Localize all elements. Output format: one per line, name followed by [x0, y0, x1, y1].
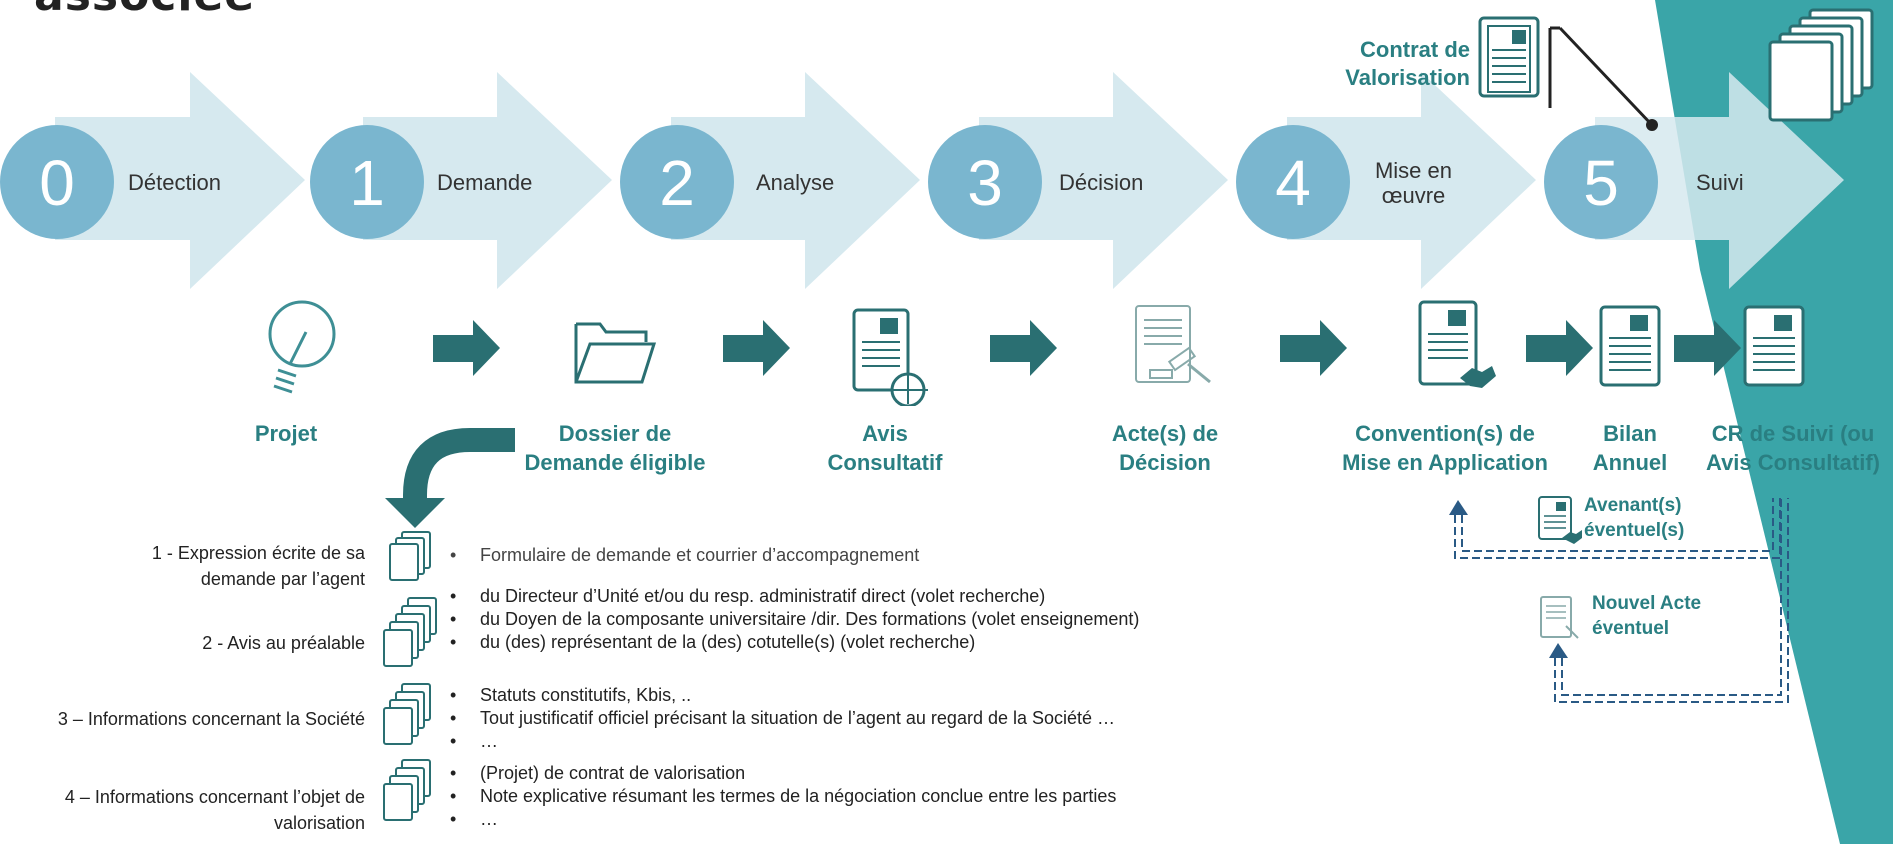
requirement-2-item: du Doyen de la composante universitaire … — [446, 608, 1139, 631]
doc-label-convention: Convention(s) de Mise en Application — [1342, 421, 1548, 475]
follow-up-document-icon — [1743, 305, 1805, 387]
requirement-3-list: Statuts constitutifs, Kbis, .. Tout just… — [446, 684, 1115, 753]
step-4-number: 4 — [1275, 147, 1311, 219]
requirement-2-item: du Directeur d’Unité et/ou du resp. admi… — [446, 585, 1139, 608]
step-0-chevron — [55, 72, 305, 289]
new-act-loop-arrowhead — [1549, 643, 1568, 658]
contract-document-icon — [1478, 16, 1540, 98]
step-5-circle — [1544, 125, 1658, 239]
doc-label-bilan: Bilan Annuel — [1592, 421, 1668, 475]
requirement-4-label: 4 – Informations concernant l’objet de v… — [64, 787, 365, 833]
step-2-label: Analyse — [756, 170, 835, 195]
flow-arrow-2 — [723, 320, 790, 376]
stacked-document-icon — [383, 597, 437, 667]
new-act-loop-outer — [1554, 498, 1789, 703]
step-0-number: 0 — [39, 147, 75, 219]
new-act-document-icon — [1540, 596, 1579, 639]
step-2-number: 2 — [659, 147, 695, 219]
contract-connector-diagonal — [1558, 26, 1654, 127]
step-1-number: 1 — [349, 147, 385, 219]
step-3-number: 3 — [967, 147, 1003, 219]
doc-label-cr-suivi: CR de Suivi (ou Avis Consultatif) — [1706, 421, 1880, 475]
step-3-chevron — [979, 72, 1228, 289]
step-4-circle — [1236, 125, 1350, 239]
requirement-2-label: 2 - Avis au préalable — [202, 633, 365, 653]
contract-label: Contrat de Valorisation — [1345, 37, 1470, 90]
requirement-3-item: Statuts constitutifs, Kbis, .. — [446, 684, 1115, 707]
contract-connector-dot — [1646, 119, 1658, 131]
requirements-curved-arrow — [403, 428, 515, 505]
doc-label-dossier: Dossier de Demande éligible — [524, 421, 706, 475]
step-2-circle — [620, 125, 734, 239]
step-5-label: Suivi — [1696, 170, 1744, 195]
stacked-documents-icon-large — [1768, 8, 1874, 122]
lightbulb-icon — [268, 300, 336, 394]
requirements-curved-arrow-head — [385, 498, 445, 528]
doc-label-project: Projet — [254, 421, 318, 446]
annual-report-document-icon — [1599, 305, 1661, 387]
step-3-label: Décision — [1059, 170, 1144, 195]
step-0-circle — [0, 125, 114, 239]
requirement-1-item: Formulaire de demande et courrier d’acco… — [446, 544, 919, 567]
step-3-circle — [928, 125, 1042, 239]
requirement-3-item: … — [446, 730, 1115, 753]
requirement-3-item: Tout justificatif officiel précisant la … — [446, 707, 1115, 730]
flow-arrow-5 — [1526, 320, 1593, 376]
step-1-circle — [310, 125, 424, 239]
new-act-loop-inner — [1561, 498, 1782, 696]
stacked-document-icon — [383, 683, 431, 745]
step-2-chevron — [671, 72, 920, 289]
step-4-chevron — [1287, 72, 1536, 289]
requirement-2-item: du (des) représentant de la (des) cotute… — [446, 631, 1139, 654]
requirement-1-label: 1 - Expression écrite de sa demande par … — [151, 543, 365, 589]
amendment-label: Avenant(s) éventuel(s) — [1584, 495, 1685, 541]
stacked-document-icon — [383, 759, 431, 821]
stacked-document-icon — [389, 531, 431, 581]
flow-arrow-6 — [1674, 320, 1741, 376]
document-target-icon — [852, 308, 928, 406]
step-1-chevron — [363, 72, 612, 289]
page-title: associée — [34, 0, 255, 21]
flow-arrow-1 — [433, 320, 500, 376]
document-handshake-icon — [1418, 300, 1496, 388]
step-0-label: Détection — [128, 170, 221, 195]
new-act-label: Nouvel Acte éventuel — [1592, 593, 1702, 639]
amendment-loop-inner — [1461, 498, 1774, 552]
flow-arrow-3 — [990, 320, 1057, 376]
requirement-4-item: … — [446, 808, 1116, 831]
requirement-4-item: (Projet) de contrat de valorisation — [446, 762, 1116, 785]
doc-label-avis: Avis Consultatif — [827, 421, 943, 475]
doc-label-decision: Acte(s) de Décision — [1111, 421, 1219, 475]
requirement-3-label: 3 – Informations concernant la Société — [57, 709, 365, 729]
flow-arrow-4 — [1280, 320, 1347, 376]
requirement-4-item: Note explicative résumant les termes de … — [446, 785, 1116, 808]
requirement-4-list: (Projet) de contrat de valorisation Note… — [446, 762, 1116, 831]
step-4-label: Mise en œuvre — [1374, 158, 1453, 208]
amendment-document-icon — [1538, 496, 1582, 544]
step-5-number: 5 — [1583, 147, 1619, 219]
document-gavel-icon — [1135, 305, 1211, 384]
requirement-2-list: du Directeur d’Unité et/ou du resp. admi… — [446, 585, 1139, 654]
amendment-loop-arrowhead — [1449, 500, 1468, 515]
step-1-label: Demande — [437, 170, 533, 195]
requirement-1-list: Formulaire de demande et courrier d’acco… — [446, 544, 919, 567]
folder-icon — [574, 322, 657, 384]
